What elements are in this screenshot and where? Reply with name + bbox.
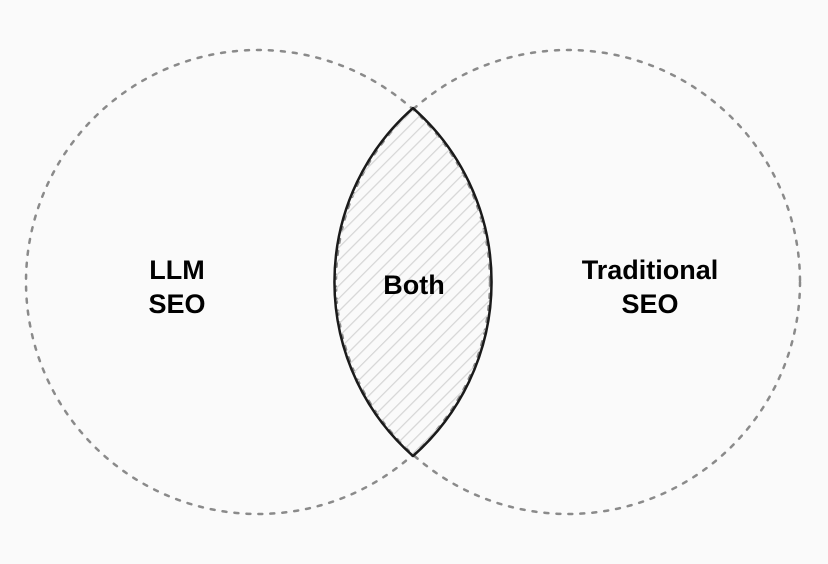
left-set-label: LLM SEO [148,253,205,321]
intersection-lens [333,106,493,458]
right-set-label: Traditional SEO [582,253,719,321]
intersection-label-text: Both [383,270,445,300]
right-set-label-line-2: SEO [621,289,679,319]
left-set-label-line-1: LLM [149,255,205,285]
right-set-circle [334,48,802,516]
right-set-label-line-1: Traditional [581,255,719,285]
intersection-label: Both [383,268,444,302]
left-set-label-line-2: SEO [148,289,206,319]
